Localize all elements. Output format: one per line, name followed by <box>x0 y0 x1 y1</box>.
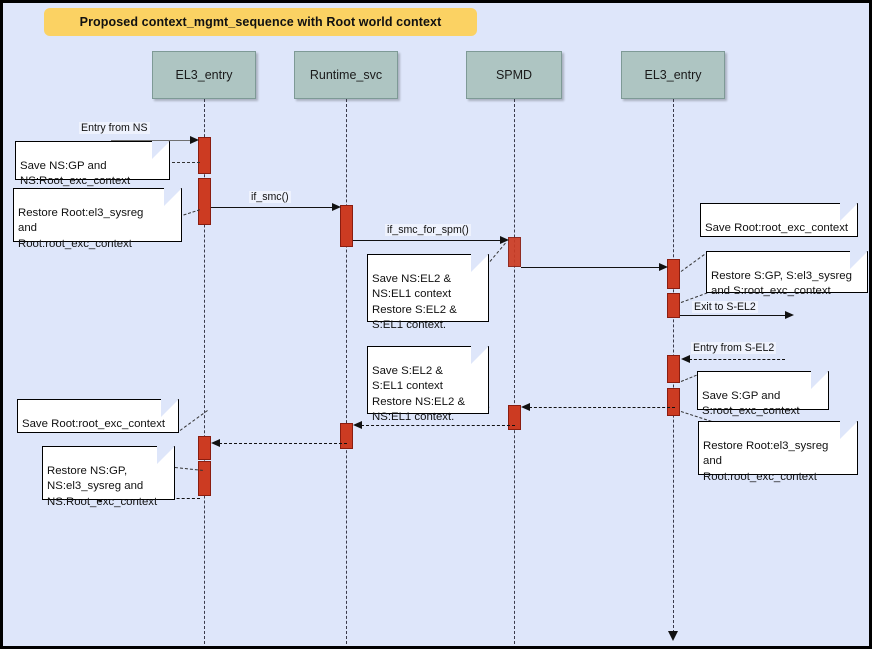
message-label-entry-from-ns: Entry from NS <box>79 122 150 134</box>
note-save-root-exc-context-right: Save Root:root_exc_context <box>700 203 858 237</box>
activation-runtime-2 <box>340 423 353 449</box>
message-line-entry-from-s-el2 <box>689 359 785 360</box>
note-text: Save NS:EL2 & NS:EL1 context Restore S:E… <box>372 273 457 331</box>
message-arrow-spmd-to-runtime <box>353 421 362 429</box>
message-arrow-spmd-to-el3-right <box>659 263 668 271</box>
message-label-entry-from-s-el2: Entry from S-EL2 <box>691 342 777 354</box>
note-save-ns-gp: Save NS:GP and NS:Root_exc_context <box>15 141 170 187</box>
note-leader-2 <box>178 209 201 217</box>
participant-label: Runtime_svc <box>309 68 383 82</box>
message-line-spmd-to-el3-right <box>521 267 660 268</box>
message-line-runtime-to-el3-left <box>219 443 347 444</box>
note-fold-corner <box>157 446 175 464</box>
note-text: Save Root:root_exc_context <box>22 418 166 431</box>
participant-label: EL3_entry <box>175 68 233 82</box>
message-line-if-smc-for-spm <box>353 240 501 241</box>
participant-spmd[interactable]: SPMD <box>466 51 562 99</box>
lifeline-runtime-svc <box>346 99 347 644</box>
message-arrow-exit-to-s-el2 <box>785 311 794 319</box>
note-save-s-el2-restore-ns-el2: Save S:EL2 & S:EL1 context Restore NS:EL… <box>367 346 489 423</box>
message-arrow-if-smc <box>332 203 341 211</box>
note-text: Restore Root:el3_sysreg and Root:root_ex… <box>703 440 829 483</box>
message-arrow-if-smc-for-spm <box>500 236 509 244</box>
activation-el3-right-1 <box>667 259 680 289</box>
note-save-ns-el2-restore-s-el2: Save NS:EL2 & NS:EL1 context Restore S:E… <box>367 254 489 331</box>
note-save-s-gp: Save S:GP and S:root_exc_context <box>697 371 829 417</box>
activation-el3-left-1 <box>198 137 211 174</box>
note-fold-corner <box>471 346 489 364</box>
message-arrow-entry-from-ns <box>190 136 199 144</box>
note-restore-ns-gp: Restore NS:GP, NS:el3_sysreg and NS:Root… <box>42 446 175 508</box>
message-label-exit-to-s-el2: Exit to S-EL2 <box>692 301 758 313</box>
lifeline-terminator-arrow <box>668 631 678 641</box>
note-text: Restore S:GP, S:el3_sysreg and S:root_ex… <box>711 270 852 298</box>
note-fold-corner <box>840 203 858 221</box>
message-arrow-runtime-to-el3-left <box>211 439 220 447</box>
diagram-title-banner: Proposed context_mgmt_sequence with Root… <box>44 8 477 36</box>
activation-el3-left-4 <box>198 461 211 496</box>
message-arrow-el3-right-to-spmd <box>521 403 530 411</box>
activation-el3-right-4 <box>667 388 680 416</box>
note-restore-root-el3-sysreg-bottom: Restore Root:el3_sysreg and Root:root_ex… <box>698 421 858 483</box>
message-label-if-smc: if_smc() <box>249 191 291 203</box>
activation-el3-left-2 <box>198 178 211 225</box>
message-line-entry-from-ns <box>111 140 191 141</box>
note-text: Restore NS:GP, NS:el3_sysreg and NS:Root… <box>47 465 158 508</box>
note-fold-corner <box>164 188 182 206</box>
note-text: Save NS:GP and NS:Root_exc_context <box>20 160 131 188</box>
note-restore-root-el3-sysreg-top: Restore Root:el3_sysreg and Root:root_ex… <box>13 188 182 250</box>
message-line-exit-to-s-el2 <box>680 315 786 316</box>
note-text: Restore Root:el3_sysreg and Root:root_ex… <box>18 207 144 250</box>
message-line-if-smc <box>211 207 333 208</box>
activation-spmd-1 <box>508 237 521 267</box>
note-text: Save S:GP and S:root_exc_context <box>702 390 800 418</box>
note-text: Save S:EL2 & S:EL1 context Restore NS:EL… <box>372 365 466 423</box>
note-fold-corner <box>850 251 868 269</box>
message-line-el3-right-to-spmd <box>529 407 675 408</box>
note-restore-s-gp: Restore S:GP, S:el3_sysreg and S:root_ex… <box>706 251 868 297</box>
activation-spmd-2 <box>508 405 521 430</box>
note-save-root-exc-context-left: Save Root:root_exc_context <box>17 399 179 433</box>
lifeline-spmd <box>514 99 515 644</box>
note-leader-3 <box>489 242 506 262</box>
note-fold-corner <box>811 371 829 389</box>
note-fold-corner <box>152 141 170 159</box>
participant-el3-entry-left[interactable]: EL3_entry <box>152 51 256 99</box>
lifeline-el3-entry-left <box>204 99 205 644</box>
activation-runtime-1 <box>340 205 353 247</box>
note-fold-corner <box>471 254 489 272</box>
message-label-if-smc-for-spm: if_smc_for_spm() <box>385 224 471 236</box>
message-line-spmd-to-runtime <box>361 425 515 426</box>
note-fold-corner <box>840 421 858 439</box>
note-text: Save Root:root_exc_context <box>705 222 849 235</box>
participant-label: SPMD <box>495 68 533 82</box>
note-fold-corner <box>161 399 179 417</box>
activation-el3-right-2 <box>667 293 680 318</box>
activation-el3-right-3 <box>667 355 680 383</box>
activation-el3-left-3 <box>198 436 211 460</box>
participant-label: EL3_entry <box>644 68 702 82</box>
participant-runtime-svc[interactable]: Runtime_svc <box>294 51 398 99</box>
page-title: Proposed context_mgmt_sequence with Root… <box>79 15 442 29</box>
note-leader-4 <box>680 251 709 272</box>
participant-el3-entry-right[interactable]: EL3_entry <box>621 51 725 99</box>
note-leader-1 <box>167 162 200 163</box>
message-arrow-entry-from-s-el2 <box>681 355 690 363</box>
